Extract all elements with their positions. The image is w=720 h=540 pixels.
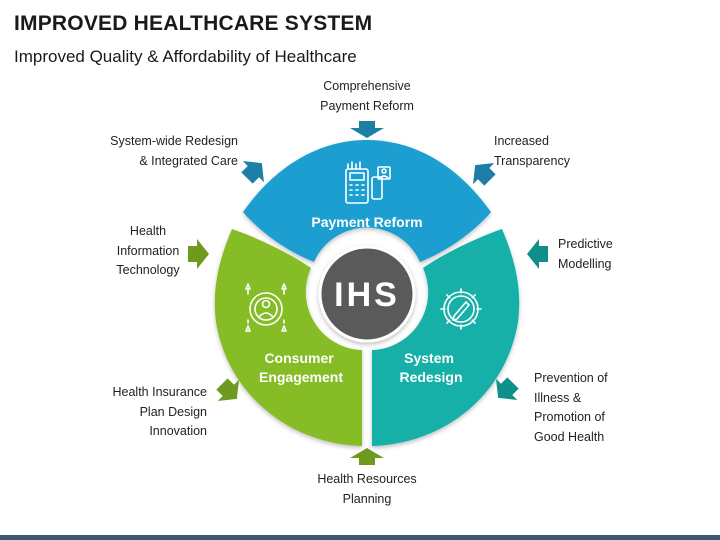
payment-reform-segment [243, 140, 491, 262]
label-health-insurance-plan-design: Health Insurance Plan Design Innovation [112, 385, 207, 438]
arrow-upper-left [241, 161, 264, 184]
system-redesign-segment [372, 229, 520, 446]
payment-terminal-icon [345, 161, 391, 204]
label-system-wide-redesign: System-wide Redesign & Integrated Care [110, 134, 238, 168]
page-subtitle: Improved Quality & Affordability of Heal… [14, 47, 357, 66]
label-prevention-of-illness: Prevention of Illness & Promotion of Goo… [534, 371, 608, 444]
arrow-bottom [350, 448, 384, 465]
center-label: IHS [334, 276, 400, 314]
consumer-engagement-label: Consumer Engagement [259, 350, 343, 385]
arrow-right [527, 239, 548, 269]
page-title: IMPROVED HEALTHCARE SYSTEM [14, 12, 373, 35]
label-comprehensive-payment-reform: Comprehensive Payment Reform [320, 79, 414, 113]
label-predictive-modelling: Predictive Modelling [558, 237, 613, 271]
gear-pencil-icon [440, 288, 482, 330]
person-target-icon [245, 283, 287, 332]
system-redesign-label: System Redesign [399, 350, 462, 385]
bottom-bar [0, 535, 720, 540]
label-health-resources-planning: Health Resources Planning [317, 472, 417, 506]
label-health-information-technology: Health Information Technology [116, 224, 180, 277]
arrow-top [350, 121, 384, 138]
consumer-engagement-segment [214, 229, 362, 446]
center-circle [318, 245, 416, 343]
payment-reform-label: Payment Reform [311, 214, 422, 230]
arrow-left [188, 239, 209, 269]
label-increased-transparency: Increased Transparency [494, 134, 570, 168]
